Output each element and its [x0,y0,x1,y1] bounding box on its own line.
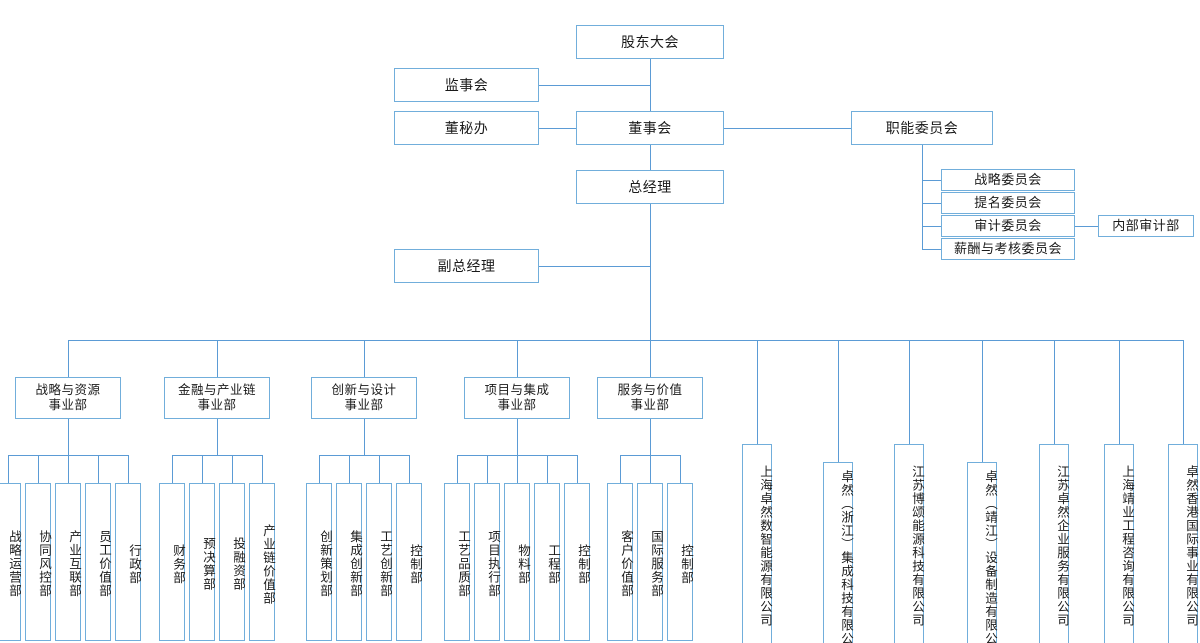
node-deputy-general-manager[interactable]: 副总经理 [394,249,539,283]
connector-committee-branch [922,249,941,250]
connector-dept-stem [680,455,681,483]
connector-dept-stem [620,455,621,483]
connector-main-bus [68,340,1183,341]
connector-dept-stem [349,455,350,483]
subsidiary-box[interactable]: 上海卓然数智能源有限公司 [742,444,772,643]
subsidiary-box[interactable]: 江苏卓然企业服务有限公司 [1039,444,1069,643]
connector-bus-to-subsidiary [909,340,910,444]
department-box[interactable]: 财务部 [159,483,185,641]
connector-committee-branch [922,226,941,227]
connector-committee-branch [922,203,941,204]
connector-dept-stem [8,455,9,483]
connector-dept-stem [172,455,173,483]
department-box[interactable]: 控制部 [396,483,422,641]
connector-dept-bus [319,455,409,456]
department-box[interactable]: 控制部 [667,483,693,641]
connector-bus-to-subsidiary [1054,340,1055,444]
department-box[interactable]: 集成创新部 [336,483,362,641]
connector-division-to-dept-bus [217,419,218,455]
node-internal-audit-department[interactable]: 内部审计部 [1098,215,1194,237]
department-box[interactable]: 工艺品质部 [444,483,470,641]
connector-dept-stem [232,455,233,483]
department-box[interactable]: 客户价值部 [607,483,633,641]
node-board-secretary-office[interactable]: 董秘办 [394,111,539,145]
connector-dept-stem [98,455,99,483]
node-board-of-directors[interactable]: 董事会 [576,111,724,145]
connector-committee-stem [922,145,923,249]
committee-item[interactable]: 审计委员会 [941,215,1075,237]
connector-dept-bus [172,455,262,456]
connector-dept-stem [68,455,69,483]
node-functional-committee[interactable]: 职能委员会 [851,111,993,145]
connector-dept-stem [319,455,320,483]
department-box[interactable]: 投融资部 [219,483,245,641]
subsidiary-box[interactable]: 上海靖业工程咨询有限公司 [1104,444,1134,643]
department-box[interactable]: 行政部 [115,483,141,641]
node-shareholders-meeting[interactable]: 股东大会 [576,25,724,59]
committee-item[interactable]: 战略委员会 [941,169,1075,191]
connector-board-to-gm [650,145,651,170]
connector-bus-to-division [68,340,69,377]
connector-dept-stem [262,455,263,483]
division-box[interactable]: 服务与价值 事业部 [597,377,703,419]
division-box[interactable]: 创新与设计 事业部 [311,377,417,419]
department-box[interactable]: 工艺创新部 [366,483,392,641]
department-box[interactable]: 产业互联部 [55,483,81,641]
connector-shareholders-to-board [650,59,651,111]
committee-item[interactable]: 提名委员会 [941,192,1075,214]
connector-dept-stem [517,455,518,483]
connector-supervisory-to-spine [539,85,650,86]
connector-bus-to-division [217,340,218,377]
connector-bus-to-subsidiary [757,340,758,444]
subsidiary-box[interactable]: 卓然香港国际事业有限公司 [1168,444,1198,643]
division-box[interactable]: 战略与资源 事业部 [15,377,121,419]
department-box[interactable]: 产业链价值部 [249,483,275,641]
department-box[interactable]: 协同风控部 [25,483,51,641]
connector-dept-stem [547,455,548,483]
connector-secretary-to-board [539,128,576,129]
connector-bus-to-subsidiary [1119,340,1120,444]
connector-bus-to-division [517,340,518,377]
connector-bus-to-subsidiary [1183,340,1184,444]
connector-bus-to-division [650,340,651,377]
node-general-manager[interactable]: 总经理 [576,170,724,204]
connector-audit-to-internal-audit [1075,226,1098,227]
connector-board-to-committee [724,128,851,129]
connector-dept-stem [409,455,410,483]
department-box[interactable]: 国际服务部 [637,483,663,641]
subsidiary-box[interactable]: 江苏博颂能源科技有限公司 [894,444,924,643]
connector-division-to-dept-bus [364,419,365,455]
subsidiary-box[interactable]: 卓然（浙江）集成科技有限公司 [823,462,853,643]
node-supervisory-board[interactable]: 监事会 [394,68,539,102]
department-box[interactable]: 工程部 [534,483,560,641]
connector-bus-to-subsidiary [982,340,983,462]
committee-item[interactable]: 薪酬与考核委员会 [941,238,1075,260]
connector-dept-stem [650,455,651,483]
connector-dept-stem [457,455,458,483]
connector-dept-stem [38,455,39,483]
department-box[interactable]: 创新策划部 [306,483,332,641]
connector-dept-stem [128,455,129,483]
department-box[interactable]: 控制部 [564,483,590,641]
connector-dept-stem [577,455,578,483]
department-box[interactable]: 战略运营部 [0,483,21,641]
connector-committee-branch [922,180,941,181]
connector-dept-stem [202,455,203,483]
department-box[interactable]: 预决算部 [189,483,215,641]
connector-gm-to-divisions [650,204,651,340]
connector-division-to-dept-bus [68,419,69,455]
department-box[interactable]: 物料部 [504,483,530,641]
connector-bus-to-subsidiary [838,340,839,462]
subsidiary-box[interactable]: 卓然（靖江）设备制造有限公司 [967,462,997,643]
connector-dept-stem [487,455,488,483]
connector-division-to-dept-bus [650,419,651,455]
department-box[interactable]: 员工价值部 [85,483,111,641]
division-box[interactable]: 项目与集成 事业部 [464,377,570,419]
connector-deputy-to-spine [539,266,650,267]
division-box[interactable]: 金融与产业链 事业部 [164,377,270,419]
connector-bus-to-division [364,340,365,377]
connector-dept-stem [379,455,380,483]
connector-division-to-dept-bus [517,419,518,455]
department-box[interactable]: 项目执行部 [474,483,500,641]
